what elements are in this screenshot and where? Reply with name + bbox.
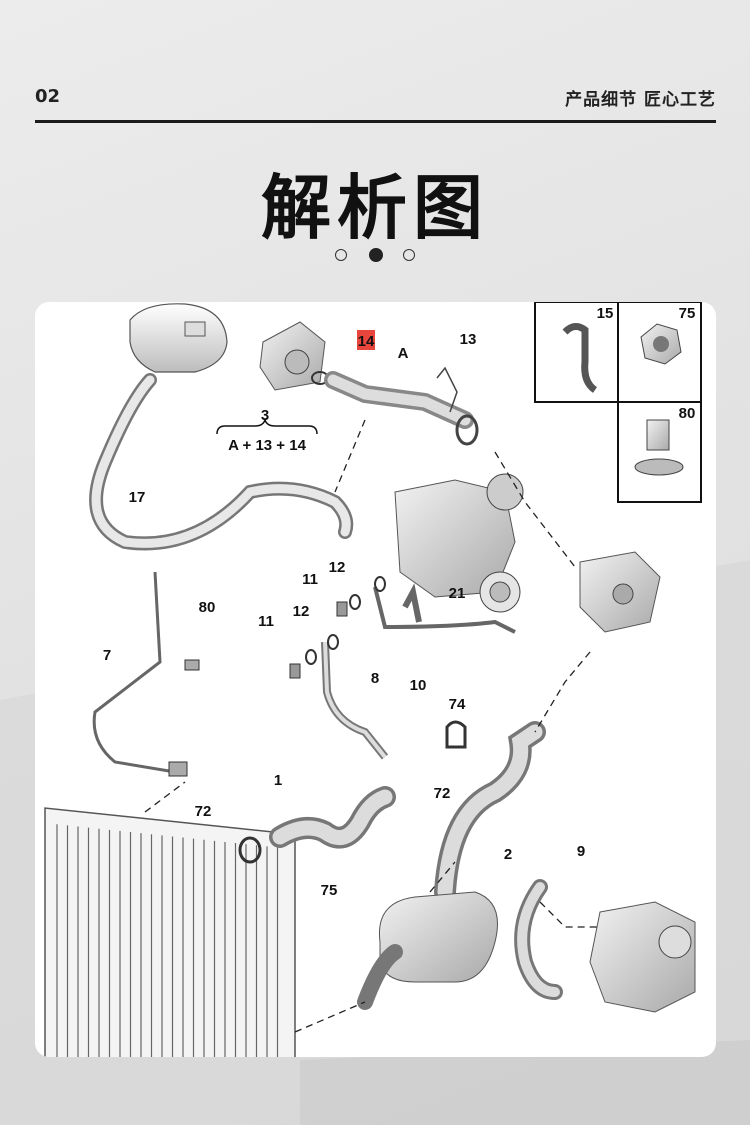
thermostat-housing [579, 551, 661, 633]
pager-dot-1[interactable] [335, 249, 347, 261]
part-label-15: 15 [597, 305, 614, 322]
part-label-A: A [398, 345, 409, 362]
part-label-13: 13 [460, 331, 477, 348]
part-label-17: 17 [129, 489, 146, 506]
assembly-formula: A + 13 + 14 [228, 437, 306, 454]
assembly-brace [216, 417, 318, 435]
part-label-80: 80 [679, 405, 696, 422]
bolts-11 [289, 601, 348, 679]
fitting-80 [634, 419, 684, 476]
part-label-8: 8 [371, 670, 379, 687]
part-label-80: 80 [199, 599, 216, 616]
lower-manifold [357, 891, 498, 1010]
assembly-number: 3 [261, 407, 269, 424]
exploded-diagram-card: 3 A + 13 + 14 [35, 302, 716, 1057]
washers-12 [305, 576, 386, 665]
part-label-14: 14 [358, 333, 375, 350]
water-outlet-housing [259, 321, 329, 391]
hose-clip-15 [562, 323, 598, 393]
pipe-8 [321, 641, 389, 760]
page-title: 解析图 [261, 167, 489, 249]
part-label-74: 74 [449, 696, 466, 713]
part-label-12: 12 [329, 559, 346, 576]
pipe-10 [373, 586, 516, 634]
part-label-9: 9 [577, 843, 585, 860]
highlight-box [357, 330, 375, 350]
bracket-21 [402, 583, 422, 623]
part-label-7: 7 [103, 647, 111, 664]
expansion-tank [129, 303, 228, 373]
clip-13 [436, 366, 458, 413]
page-number: 02 [35, 86, 61, 107]
pager-dot-3[interactable] [403, 249, 415, 261]
sensor-cable-7 [92, 571, 176, 774]
part-label-2: 2 [504, 846, 512, 863]
exploded-diagram: 3 A + 13 + 14 [44, 302, 702, 1057]
sensor-connector [168, 761, 188, 777]
pager-dot-2[interactable] [369, 248, 383, 262]
radiator [44, 807, 296, 1057]
pager-dots [335, 248, 419, 265]
part-label-1: 1 [274, 772, 282, 789]
clip-80 [184, 659, 200, 671]
part-label-12: 12 [293, 603, 310, 620]
page-header: 02 产品细节 匠心工艺 [35, 78, 716, 118]
inset-boxes [534, 302, 702, 503]
part-label-75: 75 [321, 882, 338, 899]
part-label-72: 72 [434, 785, 451, 802]
water-pump [589, 901, 696, 1013]
part-label-21: 21 [449, 585, 466, 602]
part-labels: 14A 13 15 75 80 17 12 11 21 80 7 11 12 8 10 74 72 1 72 2 9 75 [103, 305, 696, 899]
dashed-guides [144, 419, 600, 1033]
header-slogan: 产品细节 匠心工艺 [565, 90, 716, 110]
part-label-11: 11 [302, 571, 318, 588]
header-divider [35, 120, 716, 123]
part-label-10: 10 [410, 677, 427, 694]
clamp-72-b [445, 720, 467, 749]
part-label-75: 75 [679, 305, 696, 322]
part-label-72: 72 [195, 803, 212, 820]
clamp-72-a [238, 836, 262, 864]
part-label-11: 11 [258, 613, 274, 630]
pipe-A [324, 371, 479, 446]
